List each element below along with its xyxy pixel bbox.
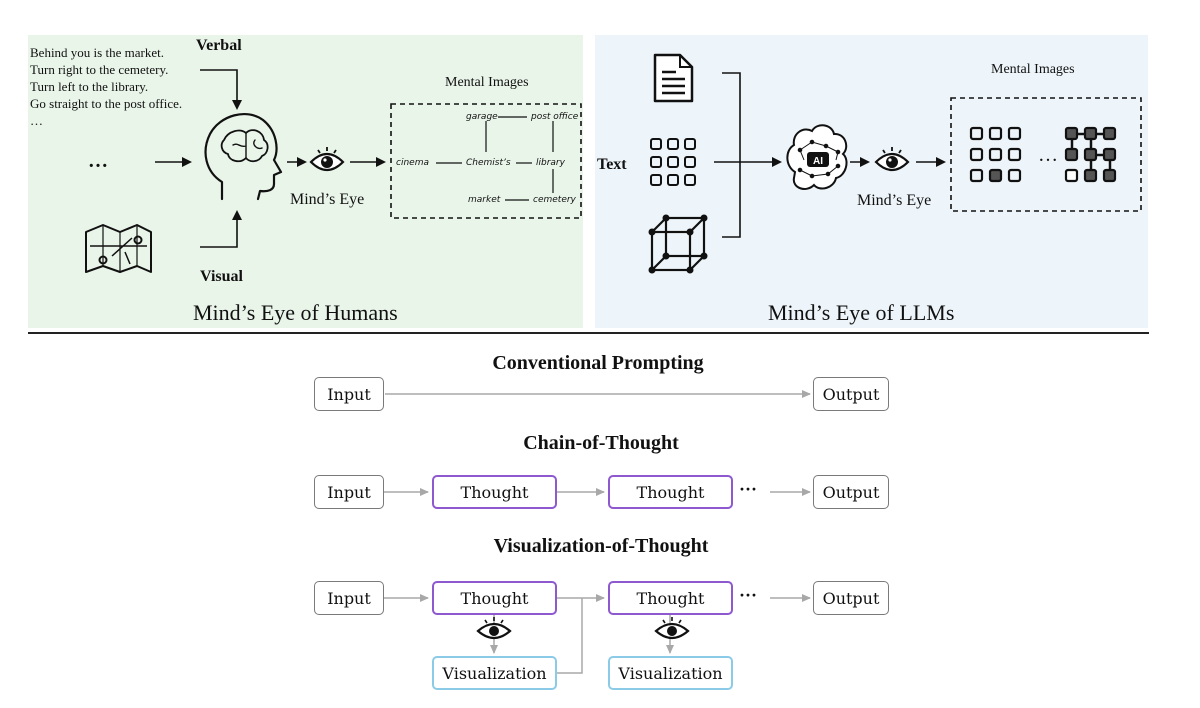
cot-thought-box: Thought [608,475,733,509]
conventional-input-box: Input [314,377,384,411]
route-line: Go straight to the post office. [30,96,183,111]
vot-ellipsis: ··· [739,585,758,605]
input-ellipsis: … [88,150,108,172]
visual-label: Visual [200,268,243,285]
vot-thought-box: Thought [432,581,557,615]
vot-visualization-box: Visualization [432,656,557,690]
vot-output-box: Output [813,581,889,615]
grid-icon [650,138,696,186]
brain-head-icon [204,112,283,201]
ai-label: AI [813,156,823,167]
vot-visualization-box: Visualization [608,656,733,690]
llm-arrows [714,72,946,238]
vot-title: Visualization-of-Thought [493,535,709,557]
llm-mental-frame [950,97,1142,212]
grid-ellipsis: … [1038,144,1058,166]
map-label-market: market [468,195,501,205]
route-line: Turn left to the library. [30,79,149,94]
cot-output-box: Output [813,475,889,509]
map-label-garage: garage [466,112,498,122]
verbal-label: Verbal [196,37,242,54]
ai-brain-icon: AI [786,124,848,190]
eye-icon [654,617,690,640]
map-label-library: library [536,158,565,168]
map-label-cinema: cinema [396,158,429,168]
llms-caption: Mind’s Eye of LLMs [768,300,955,325]
document-icon [653,53,694,103]
cot-title: Chain-of-Thought [523,432,679,454]
eye-icon [476,617,512,640]
minds-eye-label: Mind’s Eye [290,191,365,208]
humans-arrows [155,69,386,248]
eye-icon [309,147,345,172]
grid-icon [969,126,1022,183]
route-line: … [30,113,43,128]
eye-icon [874,147,910,172]
humans-panel [28,35,583,328]
map-label-post-office: post office [531,112,579,122]
mental-map-frame [390,103,582,219]
cot-ellipsis: ··· [739,479,758,499]
humans-caption: Mind’s Eye of Humans [193,300,398,325]
mental-images-label: Mental Images [445,75,529,90]
mental-map-roads [436,116,554,201]
route-line: Behind you is the market. [30,45,164,60]
vot-input-box: Input [314,581,384,615]
llm-minds-eye-label: Mind’s Eye [857,192,932,209]
cot-input-box: Input [314,475,384,509]
cot-thought-box: Thought [432,475,557,509]
llm-mental-images-label: Mental Images [991,62,1075,77]
grid-icon [1064,126,1117,183]
flow-arrows [383,390,811,674]
route-line: Turn right to the cemetery. [30,62,169,77]
text-label: Text [597,156,627,173]
section-divider [28,332,1149,334]
conventional-output-box: Output [813,377,889,411]
vot-thought-box: Thought [608,581,733,615]
map-icon [85,224,152,273]
conventional-title: Conventional Prompting [492,352,704,374]
map-label-chemists: Chemist’s [466,158,511,168]
cube-icon [648,214,708,274]
map-label-cemetery: cemetery [533,195,576,205]
